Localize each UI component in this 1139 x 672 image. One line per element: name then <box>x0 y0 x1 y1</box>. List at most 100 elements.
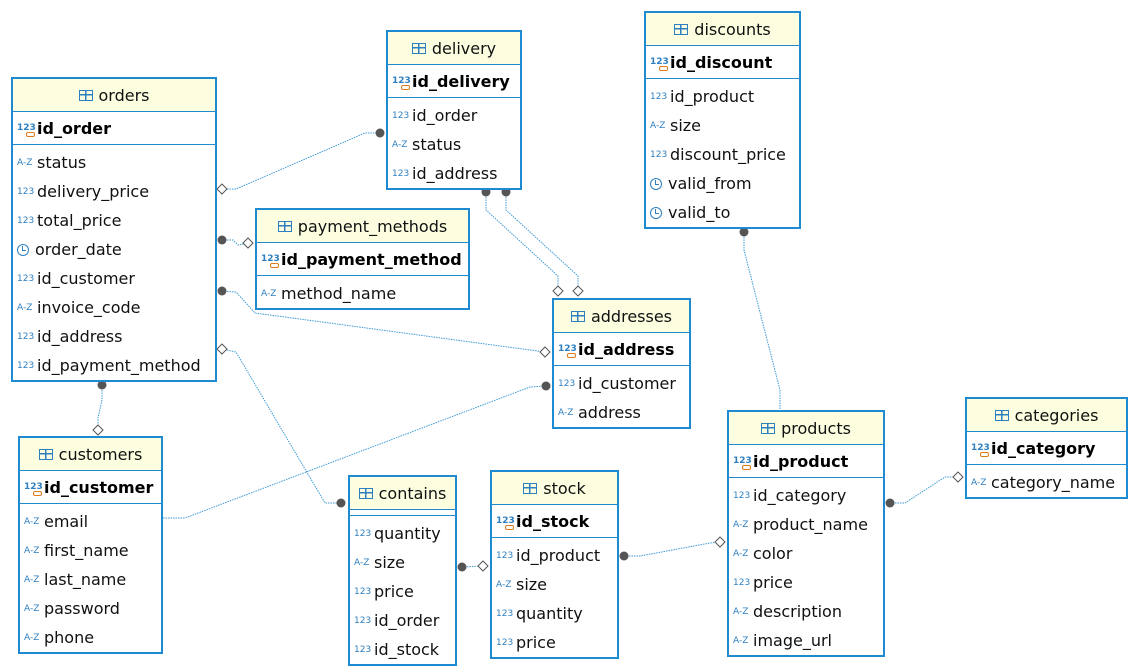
table-header[interactable]: stock <box>492 472 617 505</box>
table-icon <box>523 482 538 494</box>
date-type-icon <box>17 243 29 256</box>
table-header[interactable]: addresses <box>554 300 689 333</box>
relationship-discounts-products[interactable] <box>743 232 781 410</box>
column-name: price <box>374 582 414 601</box>
numeric-type-icon: 123 <box>354 644 372 655</box>
column-row[interactable]: valid_from <box>646 169 799 198</box>
table-header[interactable]: delivery <box>388 32 520 65</box>
column-name: invoice_code <box>37 298 141 317</box>
relationship-products-categories[interactable] <box>890 476 958 504</box>
column-name: phone <box>44 628 95 647</box>
string-type-icon: A-Z <box>17 157 33 168</box>
table-header[interactable]: payment_methods <box>257 210 468 243</box>
relationship-delivery-addresses-1[interactable] <box>485 192 559 291</box>
numeric-type-icon: 123 <box>650 91 668 102</box>
relationship-orders-payment-methods[interactable] <box>222 239 249 246</box>
table-header[interactable]: discounts <box>646 13 799 46</box>
relationship-delivery-addresses-2[interactable] <box>505 192 579 291</box>
relationship-stock-products[interactable] <box>624 541 721 557</box>
table-header[interactable]: products <box>729 412 883 445</box>
table-icon <box>78 89 93 101</box>
table-header[interactable]: categories <box>967 399 1126 432</box>
table-header[interactable]: customers <box>20 438 161 471</box>
table-header[interactable]: contains <box>350 477 455 510</box>
relationship-customers-orders[interactable] <box>97 385 103 430</box>
table-name: orders <box>98 85 150 105</box>
relationship-customers-addresses[interactable] <box>163 385 547 519</box>
column-row[interactable]: order_date <box>13 235 215 264</box>
table-header[interactable]: orders <box>13 79 215 112</box>
table-icon <box>358 487 373 499</box>
column-name: valid_from <box>668 174 752 193</box>
relationship-orders-delivery[interactable] <box>222 132 380 190</box>
table-icon <box>994 409 1009 421</box>
column-name: id_payment_method <box>281 249 462 269</box>
column-name: address <box>578 403 641 422</box>
numeric-type-icon: 123 <box>17 360 35 371</box>
column-name: quantity <box>516 604 583 623</box>
column-row[interactable]: valid_to <box>646 198 799 227</box>
table-name: addresses <box>590 306 673 326</box>
column-name: discount_price <box>670 145 786 164</box>
column-name: size <box>670 116 702 135</box>
many-end-diamond-icon <box>477 560 489 572</box>
relationship-orders-contains[interactable] <box>221 348 341 504</box>
